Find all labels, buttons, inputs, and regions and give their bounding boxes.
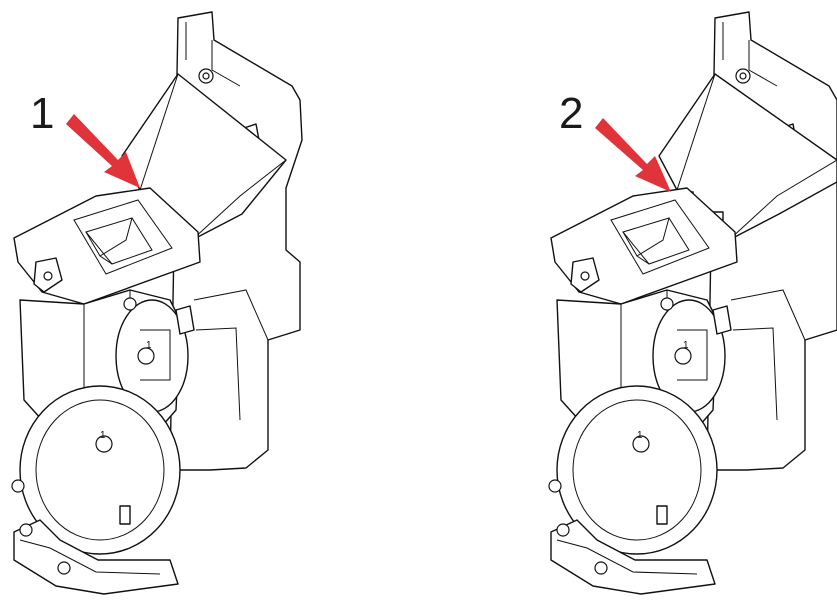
arrow-1 (66, 114, 140, 188)
dispenser-drawing-2: 1 1 (548, 11, 837, 595)
dispenser-drawing: 1 1 (11, 11, 303, 595)
callout-number-1: 1 (30, 89, 55, 138)
figure-2: 1 1 2 (519, 0, 837, 602)
arrow-2 (595, 118, 671, 192)
wheel-label-3: 1 (683, 340, 689, 351)
wheel-label-1: 1 (146, 340, 152, 351)
arrow-1-shape (66, 114, 140, 188)
wheel-label-2: 1 (100, 430, 106, 441)
arrow-2-shape (595, 118, 671, 192)
wheel-label-4: 1 (637, 430, 643, 441)
callout-number-2: 2 (559, 89, 584, 138)
figure-1: 1 1 1 (0, 0, 418, 602)
